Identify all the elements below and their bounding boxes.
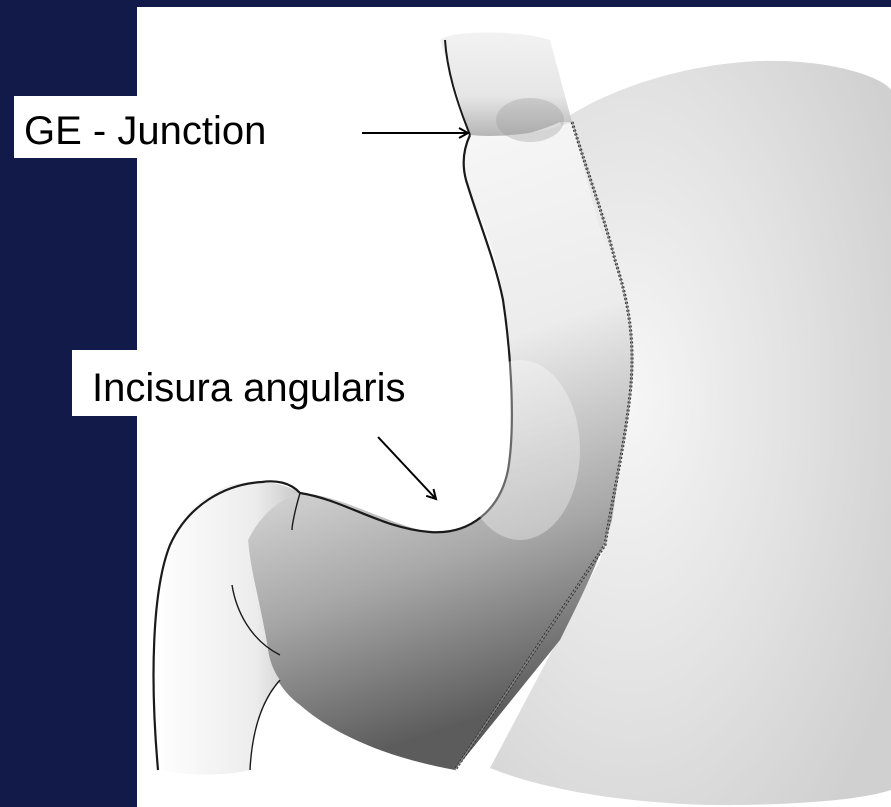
ge-junction-label: GE - Junction bbox=[14, 96, 334, 158]
incisura-angularis-label: Incisura angularis bbox=[72, 350, 472, 416]
arrow-down-right-icon bbox=[378, 437, 436, 499]
